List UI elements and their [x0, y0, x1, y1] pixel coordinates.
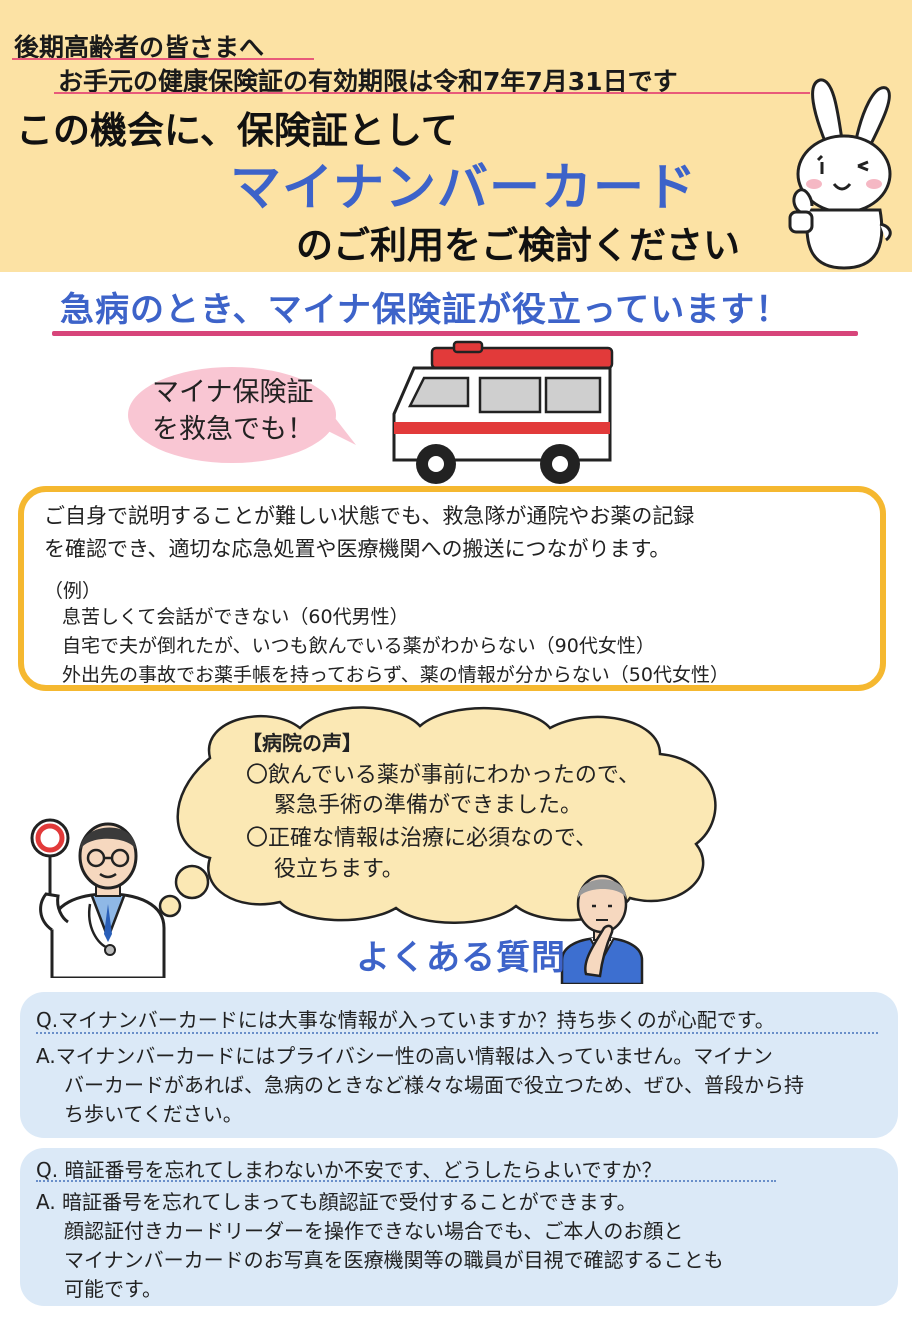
faq-question-underline	[36, 1180, 776, 1182]
faq-item	[20, 1148, 898, 1306]
faq-question: Q.マイナンバーカードには大事な情報が入っていますか？持ち歩くのが心配です。	[36, 1008, 775, 1032]
doctor-icon	[30, 818, 166, 978]
header-expiry-notice: お手元の健康保険証の有効期限は令和7年7月31日です	[58, 67, 678, 96]
info-paragraph: ご自身で説明することが難しい状態でも、救急隊が通院やお薬の記録 を確認でき、適切…	[44, 500, 874, 566]
faq-answer-line: バーカードがあれば、急病のときなど様々な場面で役立つため、ぜひ、普段から持	[64, 1073, 804, 1097]
rabbit-mascot-icon	[788, 78, 892, 270]
faq-question-underline	[36, 1032, 878, 1034]
example-label: （例）	[44, 580, 102, 602]
faq-answer-line: A.マイナンバーカードにはプライバシー性の高い情報は入っていません。マイナン	[36, 1044, 773, 1068]
hospital-voice-line: 役立ちます。	[274, 857, 404, 882]
speech-line-1: マイナ保険証	[152, 377, 314, 408]
header-greeting: 後期高齢者の皆さまへ	[14, 33, 265, 62]
header-banner: 後期高齢者の皆さまへ お手元の健康保険証の有効期限は令和7年7月31日です この…	[0, 0, 912, 272]
header-mynumber-card: マイナンバーカード	[230, 159, 697, 218]
example-item: 外出先の事故でお薬手帳を持っておらず、薬の情報が分からない（50代女性）	[62, 664, 729, 686]
hospital-voice-line: 緊急手術の準備ができました。	[274, 793, 583, 818]
faq-answer-line: 可能です。	[64, 1277, 162, 1301]
ambulance-icon	[392, 340, 614, 484]
info-line-1: ご自身で説明することが難しい状態でも、救急隊が通院やお薬の記録	[44, 504, 695, 528]
faq-answer: A. 暗証番号を忘れてしまっても顔認証で受付することができます。 顔認証付きカー…	[36, 1188, 896, 1304]
speech-bubble	[128, 367, 356, 463]
speech-bubble-text: マイナ保険証 を救急でも！	[152, 374, 314, 448]
faq-title: よくある質問	[356, 938, 566, 978]
example-item: 息苦しくて会話ができない（60代男性）	[62, 606, 409, 628]
hospital-voice-line: 〇飲んでいる薬が事前にわかったので、	[246, 763, 641, 788]
hospital-voice-cloud	[149, 706, 717, 928]
header-lead: この機会に、保険証として	[16, 109, 458, 152]
hospital-voice-line: 〇正確な情報は治療に必須なので、	[246, 826, 598, 851]
info-box	[18, 486, 886, 691]
info-line-2: を確認でき、適切な応急処置や医療機関への搬送につながります。	[44, 537, 671, 561]
faq-answer-line: 顔認証付きカードリーダーを操作できない場合でも、ご本人のお顔と	[64, 1219, 684, 1243]
faq-question: Q. 暗証番号を忘れてしまわないか不安です、どうしたらよいですか？	[36, 1158, 662, 1182]
senior-man-icon	[560, 874, 644, 984]
faq-answer-line: ち歩いてください。	[64, 1102, 243, 1126]
greeting-underline	[12, 58, 314, 60]
faq-answer-line: マイナンバーカードのお写真を医療機関等の職員が目視で確認することも	[64, 1248, 724, 1272]
header-consider: のご利用をご検討ください	[296, 224, 740, 267]
emergency-banner-title: 急病のとき、マイナ保険証が役立っています！	[60, 290, 791, 330]
expiry-underline	[54, 92, 810, 94]
faq-answer: A.マイナンバーカードにはプライバシー性の高い情報は入っていません。マイナン バ…	[36, 1042, 896, 1129]
example-item: 自宅で夫が倒れたが、いつも飲んでいる薬がわからない（90代女性）	[62, 635, 655, 657]
faq-answer-line: A. 暗証番号を忘れてしまっても顔認証で受付することができます。	[36, 1190, 637, 1214]
hospital-voice-title: 【病院の声】	[242, 731, 362, 755]
banner-underline	[52, 331, 858, 336]
speech-line-2: を救急でも！	[152, 414, 314, 445]
faq-item	[20, 992, 898, 1138]
